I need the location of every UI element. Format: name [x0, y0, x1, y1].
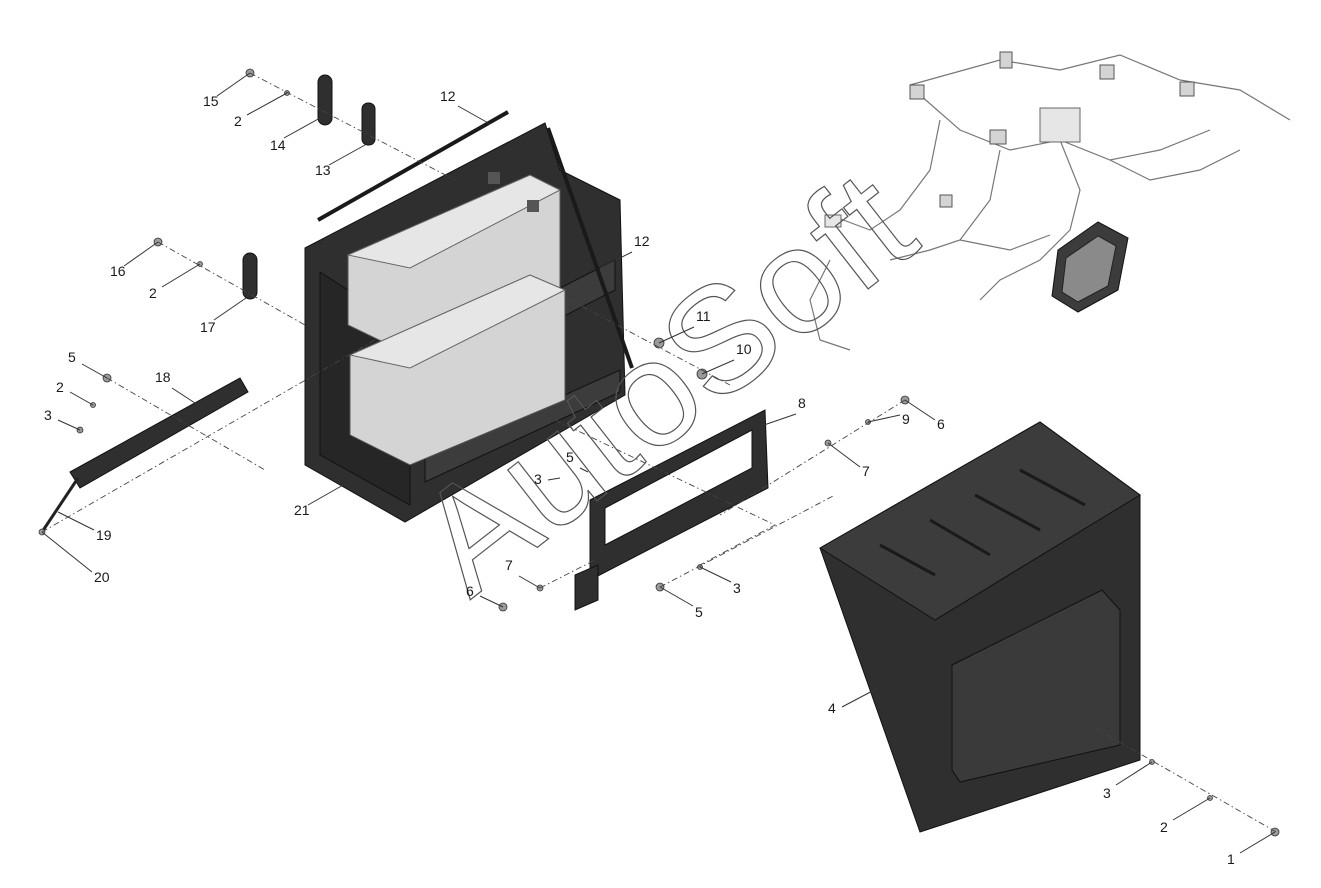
callout-label-c6a: 6 [466, 583, 474, 599]
hold-down-strap-side [546, 127, 634, 369]
callout-label-c21: 21 [294, 502, 310, 518]
callout-label-c7b: 7 [862, 463, 870, 479]
callout-label-c20: 20 [94, 569, 110, 585]
callout-leader-c2b [161, 263, 201, 288]
callout-label-c7a: 7 [505, 557, 513, 573]
callout-label-c1: 1 [1227, 851, 1235, 867]
callout-label-c18: 18 [155, 369, 171, 385]
callout-label-c2d: 2 [1160, 819, 1168, 835]
hold-down-strap-top [317, 110, 509, 222]
callout-leader-c6b [904, 399, 936, 421]
battery-box-cover [819, 421, 1141, 833]
callout-leader-c3c [699, 566, 732, 583]
callout-label-c5b: 5 [566, 449, 574, 465]
callout-leader-c1 [1239, 831, 1276, 854]
callout-label-c11: 11 [696, 308, 711, 324]
callout-leader-c13 [328, 144, 366, 166]
callout-label-c12a: 12 [440, 88, 456, 104]
callout-label-c8: 8 [798, 395, 806, 411]
callout-leader-c20 [41, 531, 93, 573]
link-17 [242, 252, 258, 300]
callout-label-c10: 10 [736, 341, 752, 357]
callouts: 1222233334555667789101112121314151617181… [41, 72, 1276, 867]
callout-label-c2b: 2 [149, 285, 157, 301]
callout-leader-c5b [579, 467, 589, 473]
callout-label-c4: 4 [828, 700, 836, 716]
assembly-axes [41, 72, 1279, 834]
callout-leader-c7a [518, 575, 541, 589]
callout-label-c5a: 5 [68, 349, 76, 365]
callout-label-c3b: 3 [534, 471, 542, 487]
wiring-harness [809, 51, 1291, 351]
callout-leader-c3a [57, 419, 81, 431]
mounting-bracket [574, 409, 769, 611]
battery-lower [348, 274, 567, 466]
callout-leader-c19 [57, 511, 95, 531]
support-bar [69, 377, 249, 489]
harness-module [1039, 107, 1081, 143]
callout-leader-c11 [658, 326, 695, 344]
link-14 [317, 74, 333, 126]
callout-leader-c16 [123, 241, 159, 267]
callout-leader-c10 [701, 359, 735, 375]
callout-label-c19: 19 [96, 527, 112, 543]
callout-leader-c18 [171, 387, 199, 406]
callout-leader-c8 [763, 413, 797, 426]
callout-label-c3d: 3 [1103, 785, 1111, 801]
callout-leader-c2d [1172, 797, 1211, 821]
callout-leader-c15 [216, 72, 251, 97]
callout-leader-c14 [283, 117, 321, 139]
callout-leader-c2c [69, 391, 94, 406]
callout-leader-c9 [867, 414, 901, 423]
callout-label-c16: 16 [110, 263, 126, 279]
callout-leader-c5a [81, 363, 108, 379]
callout-leader-c7b [827, 442, 861, 468]
callout-label-c15: 15 [203, 93, 219, 109]
callout-label-c12b: 12 [634, 233, 650, 249]
callout-label-c3c: 3 [733, 580, 741, 596]
callout-leader-c5c [659, 586, 694, 607]
callout-label-c9: 9 [902, 411, 910, 427]
callout-leader-c2a [246, 92, 288, 116]
callout-label-c14: 14 [270, 137, 286, 153]
callout-label-c5c: 5 [695, 604, 703, 620]
callout-label-c2a: 2 [234, 113, 242, 129]
callout-leader-c21 [307, 483, 346, 506]
callout-leader-c4 [841, 687, 879, 708]
callout-leader-c3b [547, 477, 561, 481]
callout-leader-c6a [479, 595, 504, 608]
callout-leader-c12a [457, 105, 491, 125]
callout-label-c3a: 3 [44, 407, 52, 423]
callout-leader-c17 [213, 297, 247, 321]
link-13 [361, 102, 376, 146]
callout-leader-c12b [599, 251, 633, 269]
callout-leader-c3d [1115, 761, 1153, 786]
callout-label-c17: 17 [200, 319, 216, 335]
callout-label-c2c: 2 [56, 379, 64, 395]
callout-label-c6b: 6 [937, 416, 945, 432]
callout-label-c13: 13 [315, 162, 331, 178]
support-rod [40, 477, 80, 533]
